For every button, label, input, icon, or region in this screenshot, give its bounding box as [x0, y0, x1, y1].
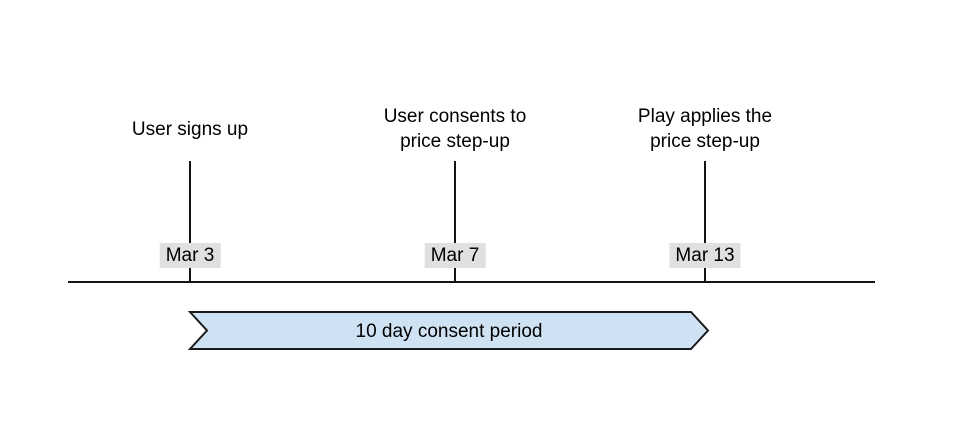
consent-period-banner-shape — [188, 311, 710, 350]
event-date-badge-mar-3: Mar 3 — [159, 243, 221, 268]
event-tick-line — [189, 161, 191, 282]
event-label-play-applies: Play applies the price step-up — [637, 106, 773, 152]
event-date-badge-mar-7: Mar 7 — [424, 243, 486, 268]
event-label-user-signs-up: User signs up — [131, 118, 249, 140]
timeline-axis-line — [68, 281, 875, 283]
consent-period-banner-label: 10 day consent period — [356, 321, 543, 342]
event-label-user-consents: User consents to price step-up — [383, 106, 527, 152]
event-tick-line — [704, 161, 706, 282]
consent-period-banner: 10 day consent period — [188, 311, 710, 350]
event-tick-line — [454, 161, 456, 282]
event-date-badge-mar-13: Mar 13 — [669, 243, 741, 268]
